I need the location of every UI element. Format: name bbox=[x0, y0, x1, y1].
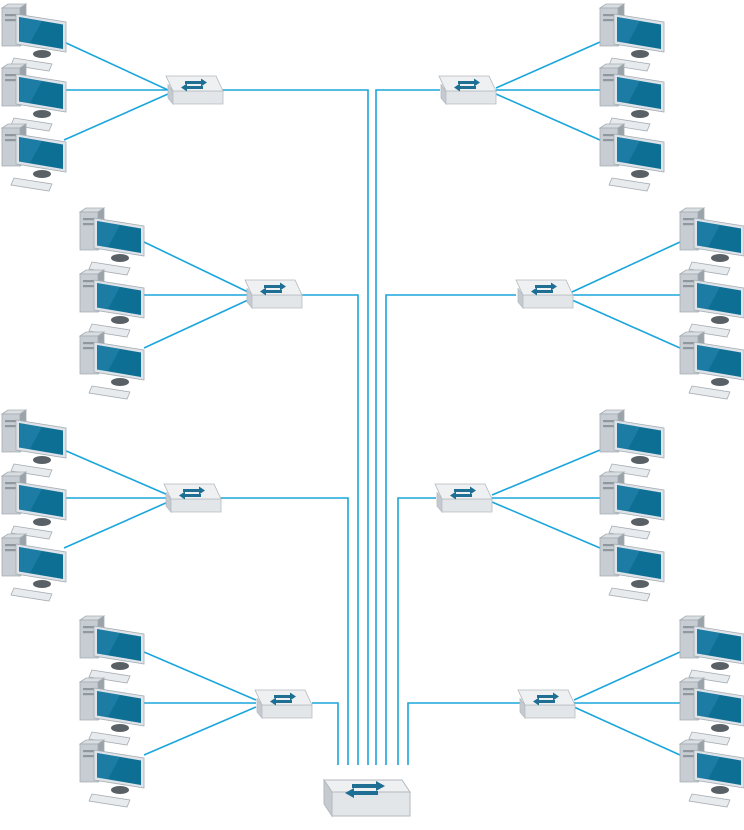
desktop-computer-icon bbox=[600, 4, 664, 71]
desktop-computer-icon bbox=[600, 64, 664, 131]
switch-icon bbox=[255, 690, 312, 718]
network-links bbox=[64, 42, 680, 765]
computers-switch-1 bbox=[2, 4, 66, 191]
switch-icon bbox=[164, 484, 221, 512]
switch-icon bbox=[245, 280, 302, 308]
link-switch6-core bbox=[398, 498, 436, 765]
computers-switch-8 bbox=[680, 616, 744, 807]
link-switch3-pc3 bbox=[144, 300, 248, 348]
switch-icon bbox=[435, 484, 492, 512]
switch-icon bbox=[439, 76, 496, 104]
access-switch-5 bbox=[164, 484, 221, 512]
link-switch8-core bbox=[408, 703, 520, 765]
link-switch4-pc1 bbox=[572, 242, 680, 292]
desktop-computer-icon bbox=[80, 616, 144, 683]
link-switch6-pc3 bbox=[492, 502, 600, 548]
desktop-computer-icon bbox=[600, 410, 664, 477]
link-switch4-pc3 bbox=[572, 300, 680, 348]
link-switch3-core bbox=[300, 295, 358, 765]
access-switch-3 bbox=[245, 280, 302, 308]
access-switch-6 bbox=[435, 484, 492, 512]
desktop-computer-icon bbox=[680, 740, 744, 807]
desktop-computer-icon bbox=[680, 332, 744, 399]
access-switch-1 bbox=[166, 76, 223, 104]
desktop-computer-icon bbox=[2, 472, 66, 539]
desktop-computer-icon bbox=[80, 678, 144, 745]
computers-switch-5 bbox=[2, 410, 66, 601]
computers-switch-7 bbox=[80, 616, 144, 807]
desktop-computer-icon bbox=[680, 270, 744, 337]
link-switch2-pc3 bbox=[496, 94, 600, 140]
link-switch2-pc1 bbox=[496, 42, 600, 88]
link-switch6-pc1 bbox=[492, 450, 600, 495]
switch-icon bbox=[516, 280, 573, 308]
desktop-computer-icon bbox=[2, 4, 66, 71]
access-switch-2 bbox=[439, 76, 496, 104]
desktop-computer-icon bbox=[2, 124, 66, 191]
link-switch1-core bbox=[222, 90, 368, 765]
link-switch1-pc1 bbox=[64, 42, 168, 90]
link-switch4-core bbox=[386, 295, 516, 765]
switch-icon bbox=[518, 690, 575, 718]
desktop-computer-icon bbox=[80, 332, 144, 399]
link-switch8-pc3 bbox=[574, 707, 680, 755]
link-switch3-pc1 bbox=[144, 242, 248, 292]
link-switch7-core bbox=[312, 703, 338, 765]
desktop-computer-icon bbox=[2, 64, 66, 131]
desktop-computer-icon bbox=[80, 208, 144, 275]
computers-switch-3 bbox=[80, 208, 144, 399]
access-switch-4 bbox=[516, 280, 573, 308]
link-switch5-core bbox=[220, 498, 348, 765]
desktop-computer-icon bbox=[2, 410, 66, 477]
desktop-computer-icon bbox=[600, 472, 664, 539]
computers-switch-4 bbox=[680, 208, 744, 399]
desktop-computer-icon bbox=[680, 678, 744, 745]
core-switch bbox=[324, 780, 410, 816]
computers-switch-2 bbox=[600, 4, 664, 191]
link-switch5-pc1 bbox=[64, 450, 168, 495]
link-switch8-pc1 bbox=[574, 652, 680, 700]
access-switch-7 bbox=[255, 690, 312, 718]
desktop-computer-icon bbox=[2, 534, 66, 601]
link-switch5-pc3 bbox=[64, 502, 168, 548]
switch-icon bbox=[324, 780, 410, 816]
desktop-computer-icon bbox=[600, 124, 664, 191]
link-switch1-pc3 bbox=[64, 94, 168, 140]
desktop-computer-icon bbox=[600, 534, 664, 601]
desktop-computer-icon bbox=[80, 270, 144, 337]
computers-switch-6 bbox=[600, 410, 664, 601]
desktop-computer-icon bbox=[680, 616, 744, 683]
link-switch7-pc1 bbox=[144, 652, 256, 700]
switch-icon bbox=[166, 76, 223, 104]
access-switch-8 bbox=[518, 690, 575, 718]
desktop-computer-icon bbox=[80, 740, 144, 807]
link-switch7-pc3 bbox=[144, 707, 256, 755]
desktop-computer-icon bbox=[680, 208, 744, 275]
